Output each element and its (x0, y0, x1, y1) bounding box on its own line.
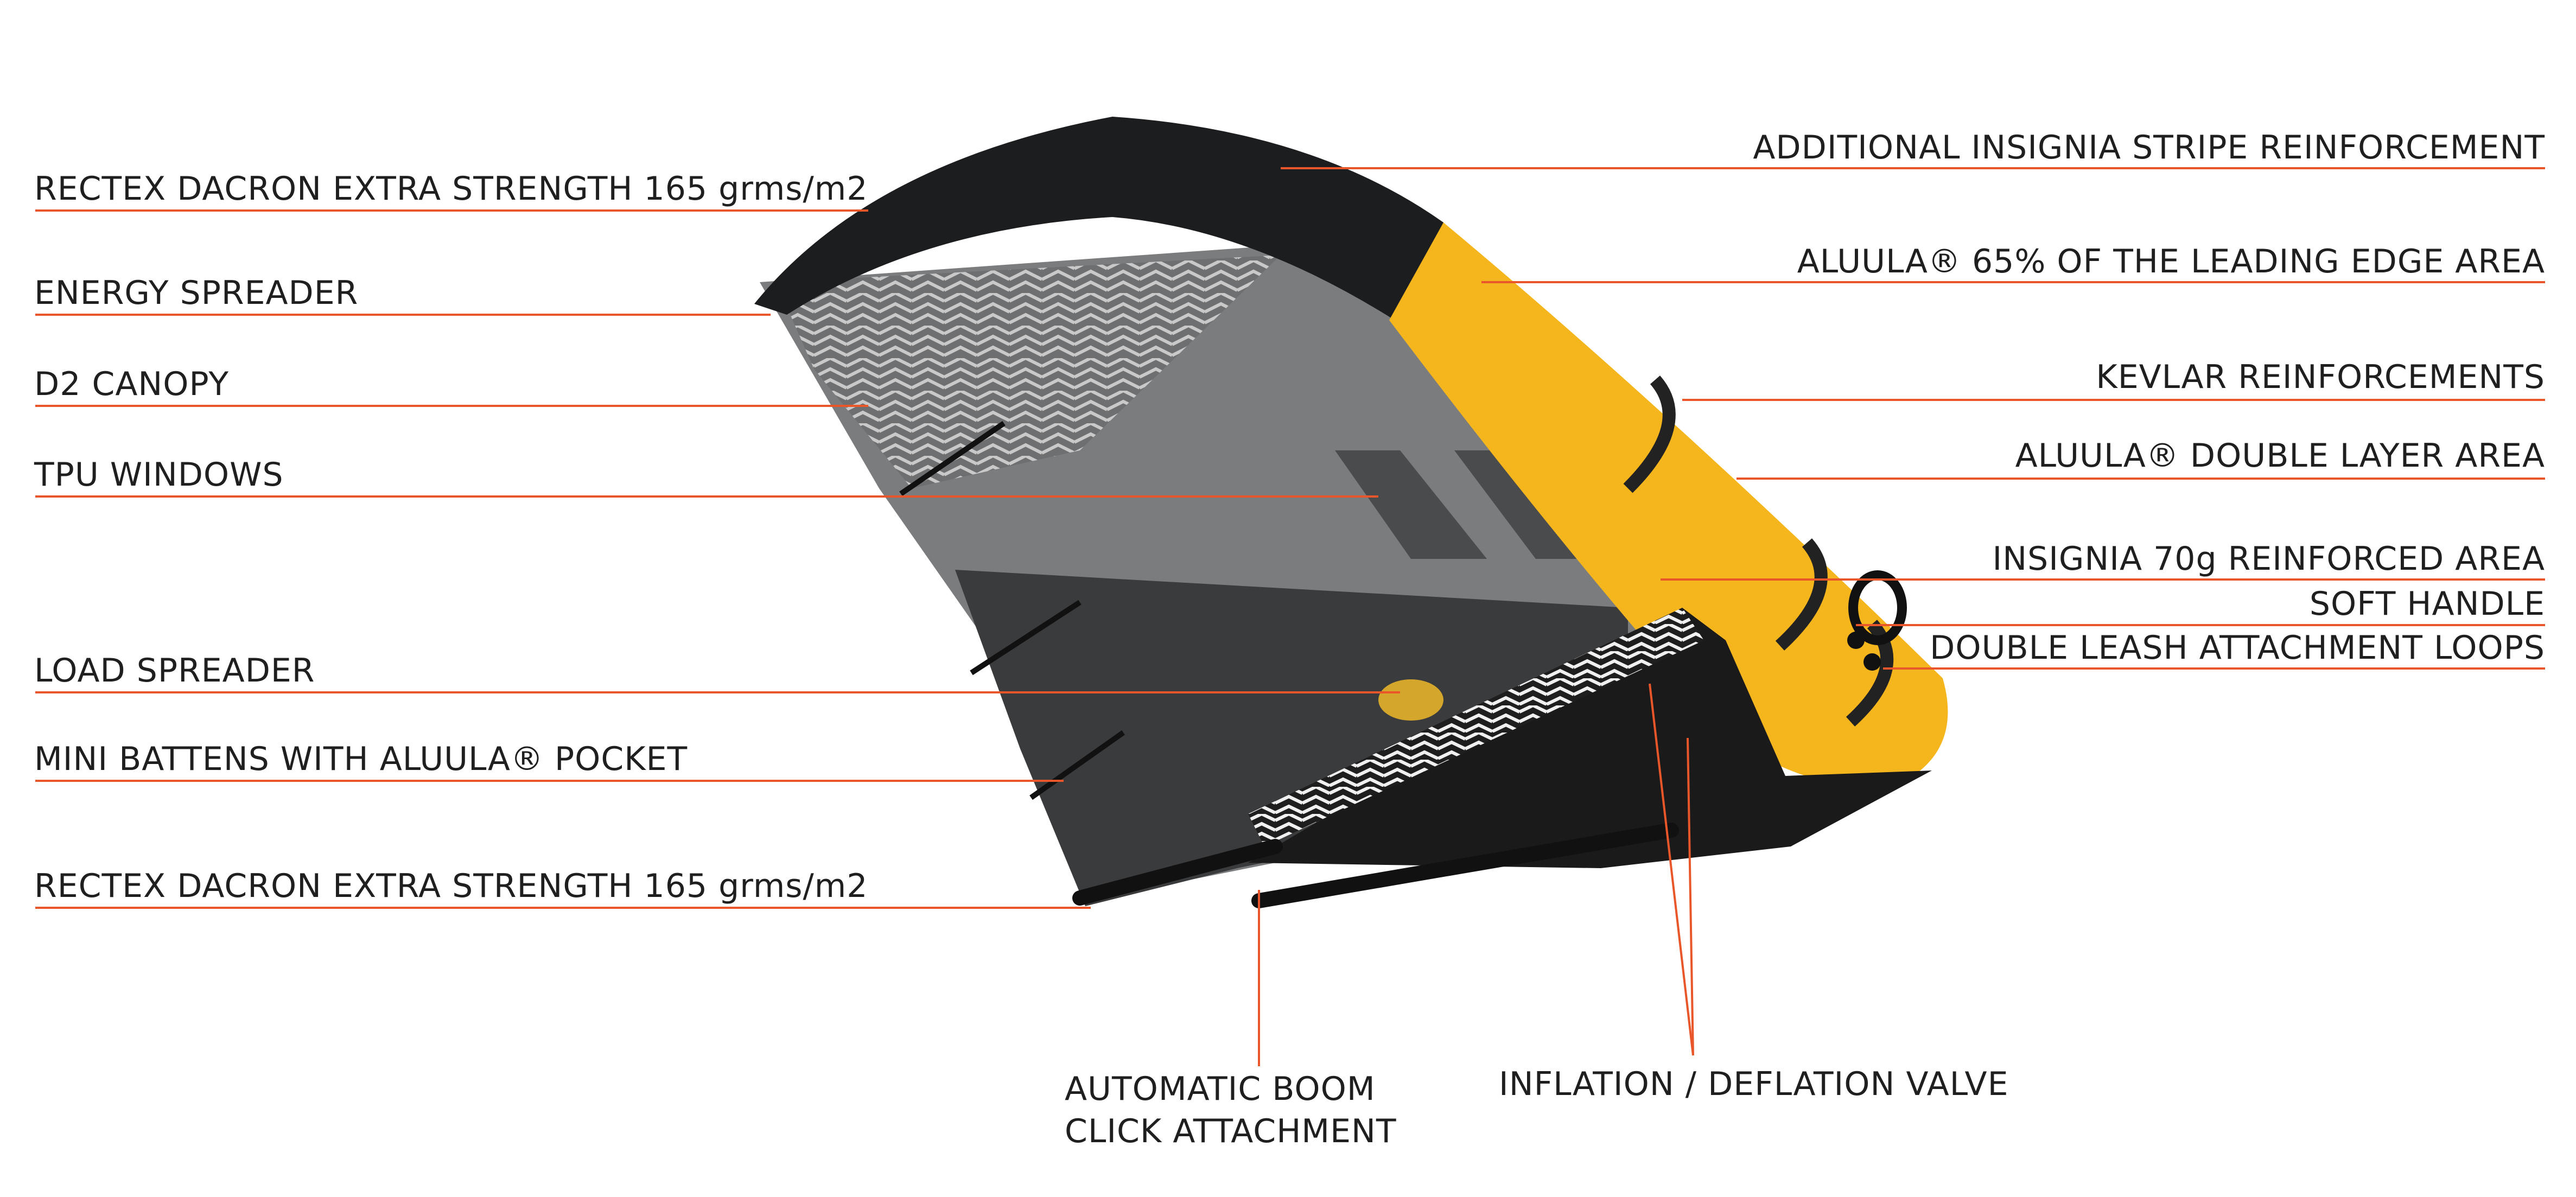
kevlar-band-2 (1775, 538, 1828, 651)
label-boom-click: AUTOMATIC BOOM CLICK ATTACHMENT (1065, 1070, 1397, 1150)
soft-handle (1848, 570, 1907, 645)
boom (1251, 823, 1679, 908)
leader-lines (35, 167, 2545, 1066)
batten-2 (970, 600, 1082, 676)
load-spreader (1378, 679, 1443, 721)
kevlar-band-1 (1623, 375, 1676, 493)
label-load-spreader: LOAD SPREADER (34, 652, 315, 690)
strut-panel (1248, 608, 1932, 868)
label-rectex-top: RECTEX DACRON EXTRA STRENGTH 165 grms/m2 (34, 170, 868, 208)
label-leash-loops: DOUBLE LEASH ATTACHMENT LOOPS (1930, 629, 2545, 667)
label-aluula-double: ALUULA® DOUBLE LAYER AREA (2015, 437, 2545, 475)
tpu-window-1 (1335, 450, 1487, 559)
leash-loop-1 (1847, 632, 1865, 649)
trailing-edge (1072, 839, 1283, 906)
kevlar-band-3 (1846, 620, 1894, 727)
label-rectex-bottom: RECTEX DACRON EXTRA STRENGTH 165 grms/m2 (34, 867, 868, 905)
batten-1 (899, 421, 1006, 496)
label-soft-handle: SOFT HANDLE (2309, 585, 2545, 623)
label-insignia-stripe: ADDITIONAL INSIGNIA STRIPE REINFORCEMENT (1753, 129, 2545, 167)
label-insignia-70g: INSIGNIA 70g REINFORCED AREA (1992, 540, 2545, 578)
label-kevlar: KEVLAR REINFORCEMENTS (2096, 358, 2545, 396)
leading-edge-dark (754, 117, 1443, 320)
label-d2-canopy: D2 CANOPY (34, 365, 230, 403)
label-valve: INFLATION / DEFLATION VALVE (1499, 1065, 2009, 1103)
label-aluula-65: ALUULA® 65% OF THE LEADING EDGE AREA (1797, 243, 2545, 281)
leash-loop-2 (1863, 653, 1881, 671)
batten-3 (1029, 730, 1125, 800)
strut-pattern (1248, 608, 1704, 846)
label-mini-battens: MINI BATTENS WITH ALUULA® POCKET (34, 740, 688, 778)
leading-edge-yellow (1389, 222, 1948, 787)
label-tpu-windows: TPU WINDOWS (34, 456, 284, 494)
label-energy-spreader: ENERGY SPREADER (34, 274, 359, 312)
energy-spreader-panel (776, 255, 1281, 488)
